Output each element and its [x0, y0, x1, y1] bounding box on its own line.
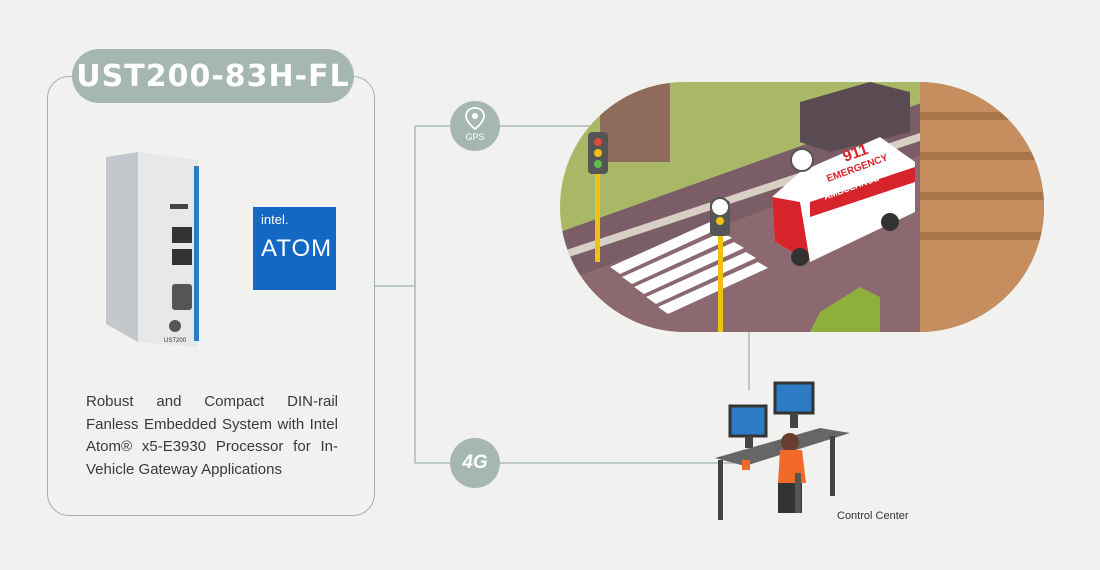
intel-brand: intel. — [261, 212, 289, 227]
traffic-light-left — [588, 132, 608, 262]
product-card — [47, 76, 375, 516]
device-illustration: UST200 — [106, 152, 199, 347]
gps-label: GPS — [465, 132, 485, 142]
control-center-label: Control Center — [837, 510, 909, 522]
gps-badge: GPS — [450, 101, 500, 151]
control-center-illustration — [715, 381, 850, 520]
cellular-badge: 4G — [450, 438, 500, 488]
street-scene: AMBULANCE EMERGENCY 911 — [560, 82, 1044, 332]
intel-atom-logo: intel. ATOM — [253, 207, 336, 290]
ambulance-gps-pin-icon — [790, 148, 814, 172]
traffic-gps-pin-icon — [710, 197, 730, 217]
ambulance: AMBULANCE EMERGENCY 911 — [772, 137, 915, 266]
atom-name: ATOM — [261, 235, 333, 262]
device-label: UST200 — [164, 338, 187, 344]
model-title: UST200-83H-FL — [72, 49, 354, 103]
product-description: Robust and Compact DIN-rail Fanless Embe… — [86, 393, 338, 478]
cellular-label: 4G — [462, 452, 488, 473]
location-pin-icon — [465, 107, 485, 131]
